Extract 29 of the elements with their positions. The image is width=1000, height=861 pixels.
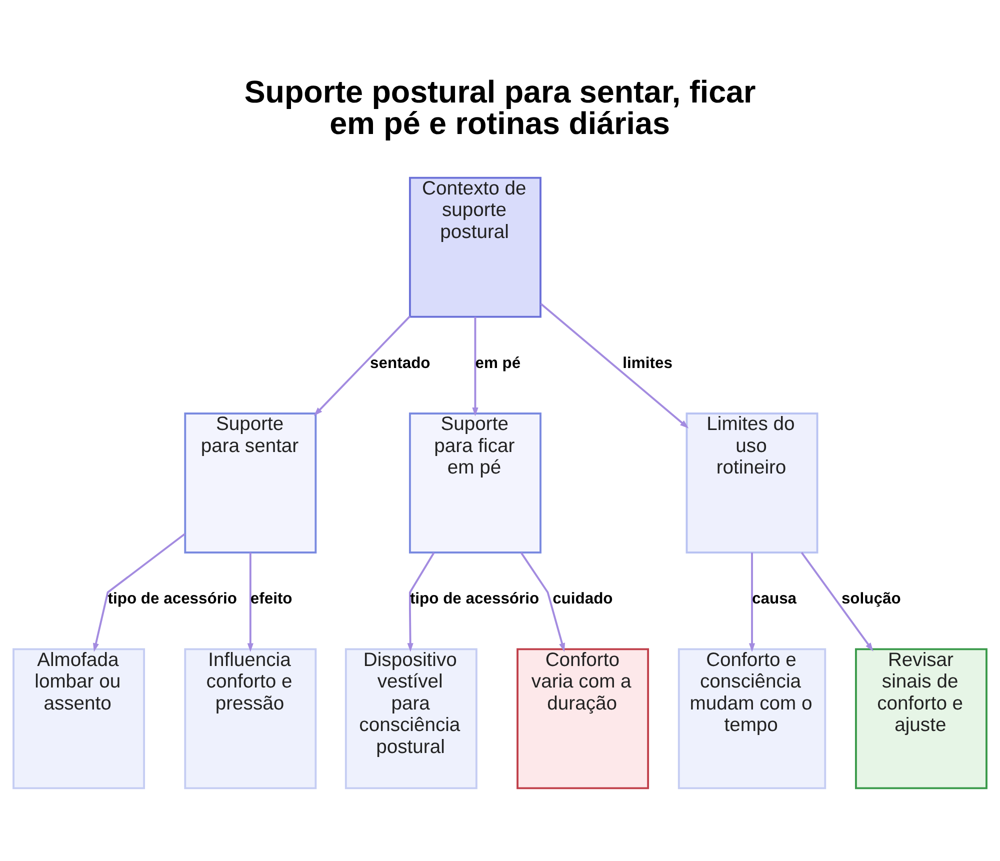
node-box: Suporte para ficar em pé [408, 412, 542, 553]
edge-label: efeito [250, 590, 292, 608]
arrow [800, 552, 874, 651]
arrow [407, 552, 435, 652]
edge-label: solução [841, 590, 901, 608]
arrow [540, 302, 689, 428]
node-box: Dispositivo vestível para consciência postural [344, 648, 478, 789]
edge-label: tipo de acessório [108, 590, 237, 608]
arrow [92, 532, 186, 652]
node-box: Suporte para sentar [184, 412, 317, 553]
arrow [314, 315, 411, 416]
node-box: Conforto varia com a duração [516, 648, 650, 789]
arrow [520, 552, 565, 652]
edge-label: limites [622, 354, 672, 372]
arrow [247, 552, 254, 652]
edge-label: causa [752, 590, 797, 608]
diagram-title: Suporte postural para sentar, ficar em pé e rotinas diárias [244, 74, 756, 141]
node-box: Contexto de suporte postural [408, 176, 542, 318]
edge-label: sentado [370, 354, 430, 372]
arrow [472, 316, 478, 416]
edge-label: tipo de acessório [410, 590, 540, 608]
node-box: Influencia conforto e pressão [184, 648, 317, 789]
node-box: Almofada lombar ou assento [12, 648, 146, 789]
node-box: Limites do uso rotineiro [686, 412, 818, 553]
edge-label: cuidado [552, 590, 613, 608]
node-box: Conforto e consciência mudam com o tempo [678, 648, 826, 789]
arrow [748, 552, 756, 652]
edge-label: em pé [475, 354, 521, 372]
node-box: Revisar sinais de conforto e ajuste [854, 648, 988, 789]
